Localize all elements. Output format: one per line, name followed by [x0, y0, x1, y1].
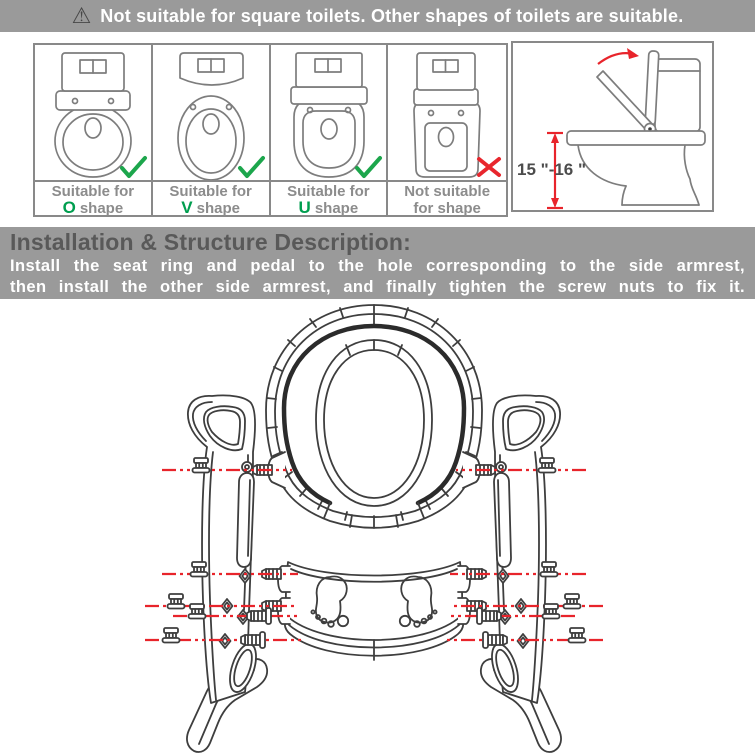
lid-motion-arrow-icon — [597, 48, 639, 65]
panel-label-top: Not suitable — [404, 183, 491, 200]
toilet-o-shape-illustration — [35, 45, 151, 180]
panel-label: Not suitable for shape — [388, 180, 506, 217]
shape-letter: V — [181, 198, 193, 217]
installation-body-line1: Install the seat ring and pedal to the h… — [10, 257, 745, 275]
warning-banner: ⚠ Not suitable for square toilets. Other… — [0, 0, 755, 32]
seat-height-value: 15 "-16 " — [517, 160, 587, 179]
exploded-assembly-diagram — [0, 304, 755, 755]
warning-triangle-icon: ⚠ — [71, 3, 92, 28]
warning-banner-text: Not suitable for square toilets. Other s… — [100, 5, 684, 26]
panel-label-rest: shape — [79, 200, 124, 217]
toilet-top-view-u-icon — [289, 52, 368, 178]
seat-height-panel: 15 "-16 " — [511, 41, 714, 212]
toilet-top-view-v-icon — [176, 52, 245, 180]
check-icon — [237, 156, 265, 178]
panel-label-top: Suitable for — [169, 183, 252, 200]
toilet-side-view-illustration — [547, 48, 706, 210]
seat-ring — [252, 304, 496, 529]
toilet-u-shape-illustration — [271, 45, 387, 180]
shape-letter: U — [298, 198, 311, 217]
check-icon — [119, 156, 147, 178]
installation-section: Installation & Structure Description: In… — [0, 227, 755, 299]
toilet-square-shape-illustration — [388, 45, 506, 180]
panel-label-rest: for shape — [413, 200, 481, 217]
toilet-top-view-o-icon — [54, 52, 132, 178]
check-icon — [355, 156, 383, 178]
toilet-v-shape-illustration — [153, 45, 269, 180]
panel-label-rest: shape — [196, 200, 240, 217]
panel-label-rest: shape — [314, 200, 359, 217]
installation-title: Installation & Structure Description: — [10, 229, 412, 255]
shape-letter: O — [62, 198, 76, 217]
step-pedal — [262, 561, 486, 661]
installation-body-line2: then install the other side armrest, and… — [10, 278, 745, 296]
panel-label-top: Suitable for — [287, 183, 370, 200]
toilet-top-view-square-icon — [413, 52, 482, 178]
height-measure-arrow — [547, 131, 563, 210]
panel-square-shape: Not suitable for shape — [388, 45, 506, 217]
cross-icon — [477, 157, 501, 177]
panel-label-top: Suitable for — [51, 183, 135, 200]
